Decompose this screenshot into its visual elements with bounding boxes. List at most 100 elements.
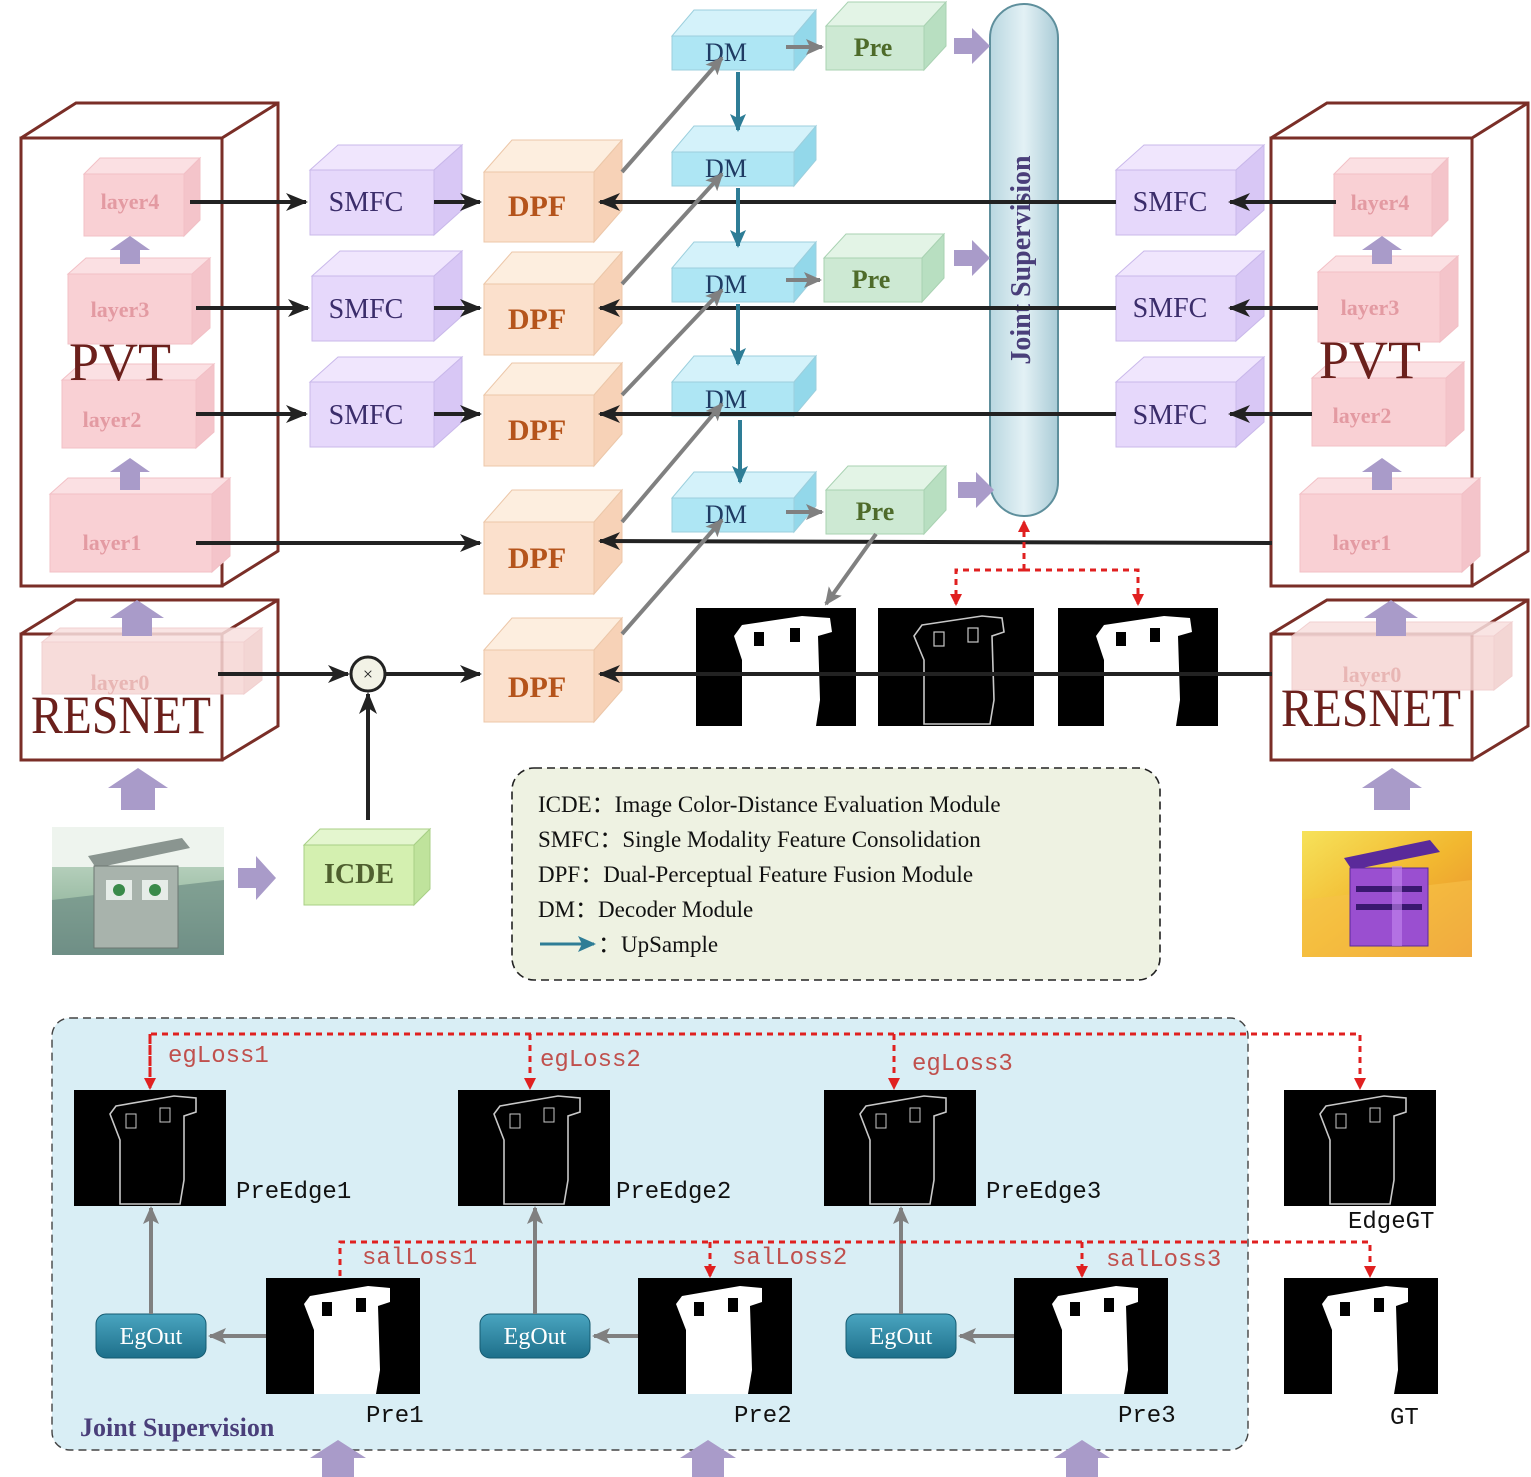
edge-gt-label: EdgeGT: [1348, 1209, 1434, 1236]
dpf-label: DPF: [508, 542, 566, 575]
dm-label: DM: [705, 500, 747, 529]
pill-input-arrows: [954, 28, 994, 508]
dm-5: DM: [670, 470, 818, 534]
up-arrow: [1362, 458, 1402, 490]
pre-cube-3: Pre: [824, 464, 948, 536]
up-arrow: [110, 600, 164, 636]
smfc-left-top: SMFC: [308, 143, 464, 237]
right-resnet-label: RESNET: [1281, 678, 1461, 738]
left-layer2-label: layer2: [83, 407, 142, 432]
smfc-label: SMFC: [329, 400, 404, 431]
gt-map: [1058, 608, 1218, 726]
image-arrows: [238, 856, 276, 900]
left-pvt-label: PVT: [69, 332, 171, 392]
pre-1-map: [266, 1278, 420, 1394]
dpf-label: DPF: [508, 414, 566, 447]
salloss3-label: salLoss3: [1106, 1247, 1221, 1274]
dpf-1: DPF: [482, 138, 624, 244]
rgb-input-image: [52, 827, 224, 955]
dpf-2: DPF: [482, 250, 624, 357]
up-arrow: [108, 768, 168, 810]
left-layer3-label: layer3: [91, 297, 150, 322]
salloss1-label: salLoss1: [362, 1245, 477, 1272]
legend-item-smfc: SMFC：Single Modality Feature Consolidati…: [538, 827, 981, 852]
black-arrows: [190, 193, 1336, 820]
pre-edge-2-label: PreEdge2: [616, 1179, 731, 1206]
pre-label: Pre: [852, 265, 891, 294]
right-layer4-label: layer4: [1351, 190, 1410, 215]
pre-3-map: [1014, 1278, 1168, 1394]
edge-map: [878, 608, 1034, 726]
legend-item-dm: DM：Decoder Module: [538, 897, 753, 922]
egloss3-label: egLoss3: [912, 1051, 1013, 1078]
egout-3: EgOut: [845, 1313, 957, 1359]
joint-supervision-pill: Joint Supervision: [989, 3, 1059, 517]
up-arrow: [1362, 768, 1422, 810]
encoder-up-arrows: [108, 236, 1422, 810]
right-arrow: [238, 856, 276, 900]
legend-item-dpf: DPF：Dual-Perceptual Feature Fusion Modul…: [538, 862, 973, 887]
dm-label: DM: [705, 38, 747, 67]
smfc-label: SMFC: [1133, 400, 1208, 431]
eg-loss-lines: [144, 1032, 1366, 1090]
multiply-node: ×: [349, 655, 387, 693]
smfc-left-mid: SMFC: [310, 249, 464, 343]
right-pvt-frame: [1269, 101, 1530, 588]
smfc-label: SMFC: [329, 294, 404, 325]
left-layer2-cube: layer2: [60, 362, 216, 450]
left-layer4-cube: layer4: [82, 156, 202, 238]
up-arrow: [1054, 1440, 1110, 1477]
left-layer4-label: layer4: [101, 189, 160, 214]
left-layer0-label: layer0: [91, 670, 150, 695]
pre-3-label: Pre3: [1118, 1403, 1176, 1430]
pre-label: Pre: [856, 497, 895, 526]
smfc-label: SMFC: [1133, 187, 1208, 218]
right-layer0-cube: layer0: [1290, 620, 1514, 692]
up-arrow: [1362, 236, 1402, 264]
left-layer3-cube: layer3: [66, 256, 212, 346]
right-layer2-label: layer2: [1333, 403, 1392, 428]
smfc-right-bot: SMFC: [1114, 355, 1266, 449]
pre-cube-2: Pre: [822, 232, 946, 304]
right-arrow: [958, 472, 994, 508]
gt-bottom-map: [1284, 1278, 1438, 1394]
right-layer0-label: layer0: [1343, 662, 1402, 687]
smfc-label: SMFC: [1133, 293, 1208, 324]
egloss1-label: egLoss1: [168, 1043, 269, 1070]
pre-2-map: [638, 1278, 792, 1394]
icde-module: ICDE: [302, 827, 432, 907]
egout-2: EgOut: [479, 1313, 591, 1359]
right-layer1-label: layer1: [1333, 530, 1392, 555]
legend-item-upsample: ：UpSample: [598, 932, 718, 957]
right-pvt-label: PVT: [1319, 330, 1421, 390]
thermal-input-image: [1302, 831, 1472, 957]
up-arrow: [680, 1440, 736, 1477]
dpf-3: DPF: [482, 361, 624, 468]
up-arrow: [110, 236, 150, 264]
right-arrow: [954, 240, 990, 276]
dm-label: DM: [705, 385, 747, 414]
upsample-arrows: [730, 72, 748, 484]
dm-3: DM: [670, 240, 818, 304]
dpf-label: DPF: [508, 303, 566, 336]
pre-edge-3-map: [824, 1090, 976, 1206]
up-arrow: [310, 1440, 366, 1477]
legend-item-icde: ICDE：Image Color-Distance Evaluation Mod…: [538, 792, 1001, 817]
dm-label: DM: [705, 270, 747, 299]
dpf-label: DPF: [508, 671, 566, 704]
multiply-symbol: ×: [363, 664, 373, 684]
dpf-label: DPF: [508, 190, 566, 223]
icde-label: ICDE: [324, 859, 394, 890]
legend-box: ICDE：Image Color-Distance Evaluation Mod…: [511, 767, 1161, 981]
joint-supervision-panel-title: Joint Supervision: [80, 1413, 275, 1442]
up-arrow: [110, 458, 150, 490]
left-layer1-label: layer1: [83, 530, 142, 555]
right-layer3-label: layer3: [1341, 295, 1400, 320]
right-layer4-cube: layer4: [1332, 156, 1450, 238]
bottom-gray-arrows: [143, 1206, 1014, 1344]
prediction-map: [696, 608, 856, 726]
pre-edge-1-map: [74, 1090, 226, 1206]
egout-1: EgOut: [95, 1313, 207, 1359]
salloss2-label: salLoss2: [732, 1245, 847, 1272]
dpf-5: DPF: [482, 616, 624, 724]
